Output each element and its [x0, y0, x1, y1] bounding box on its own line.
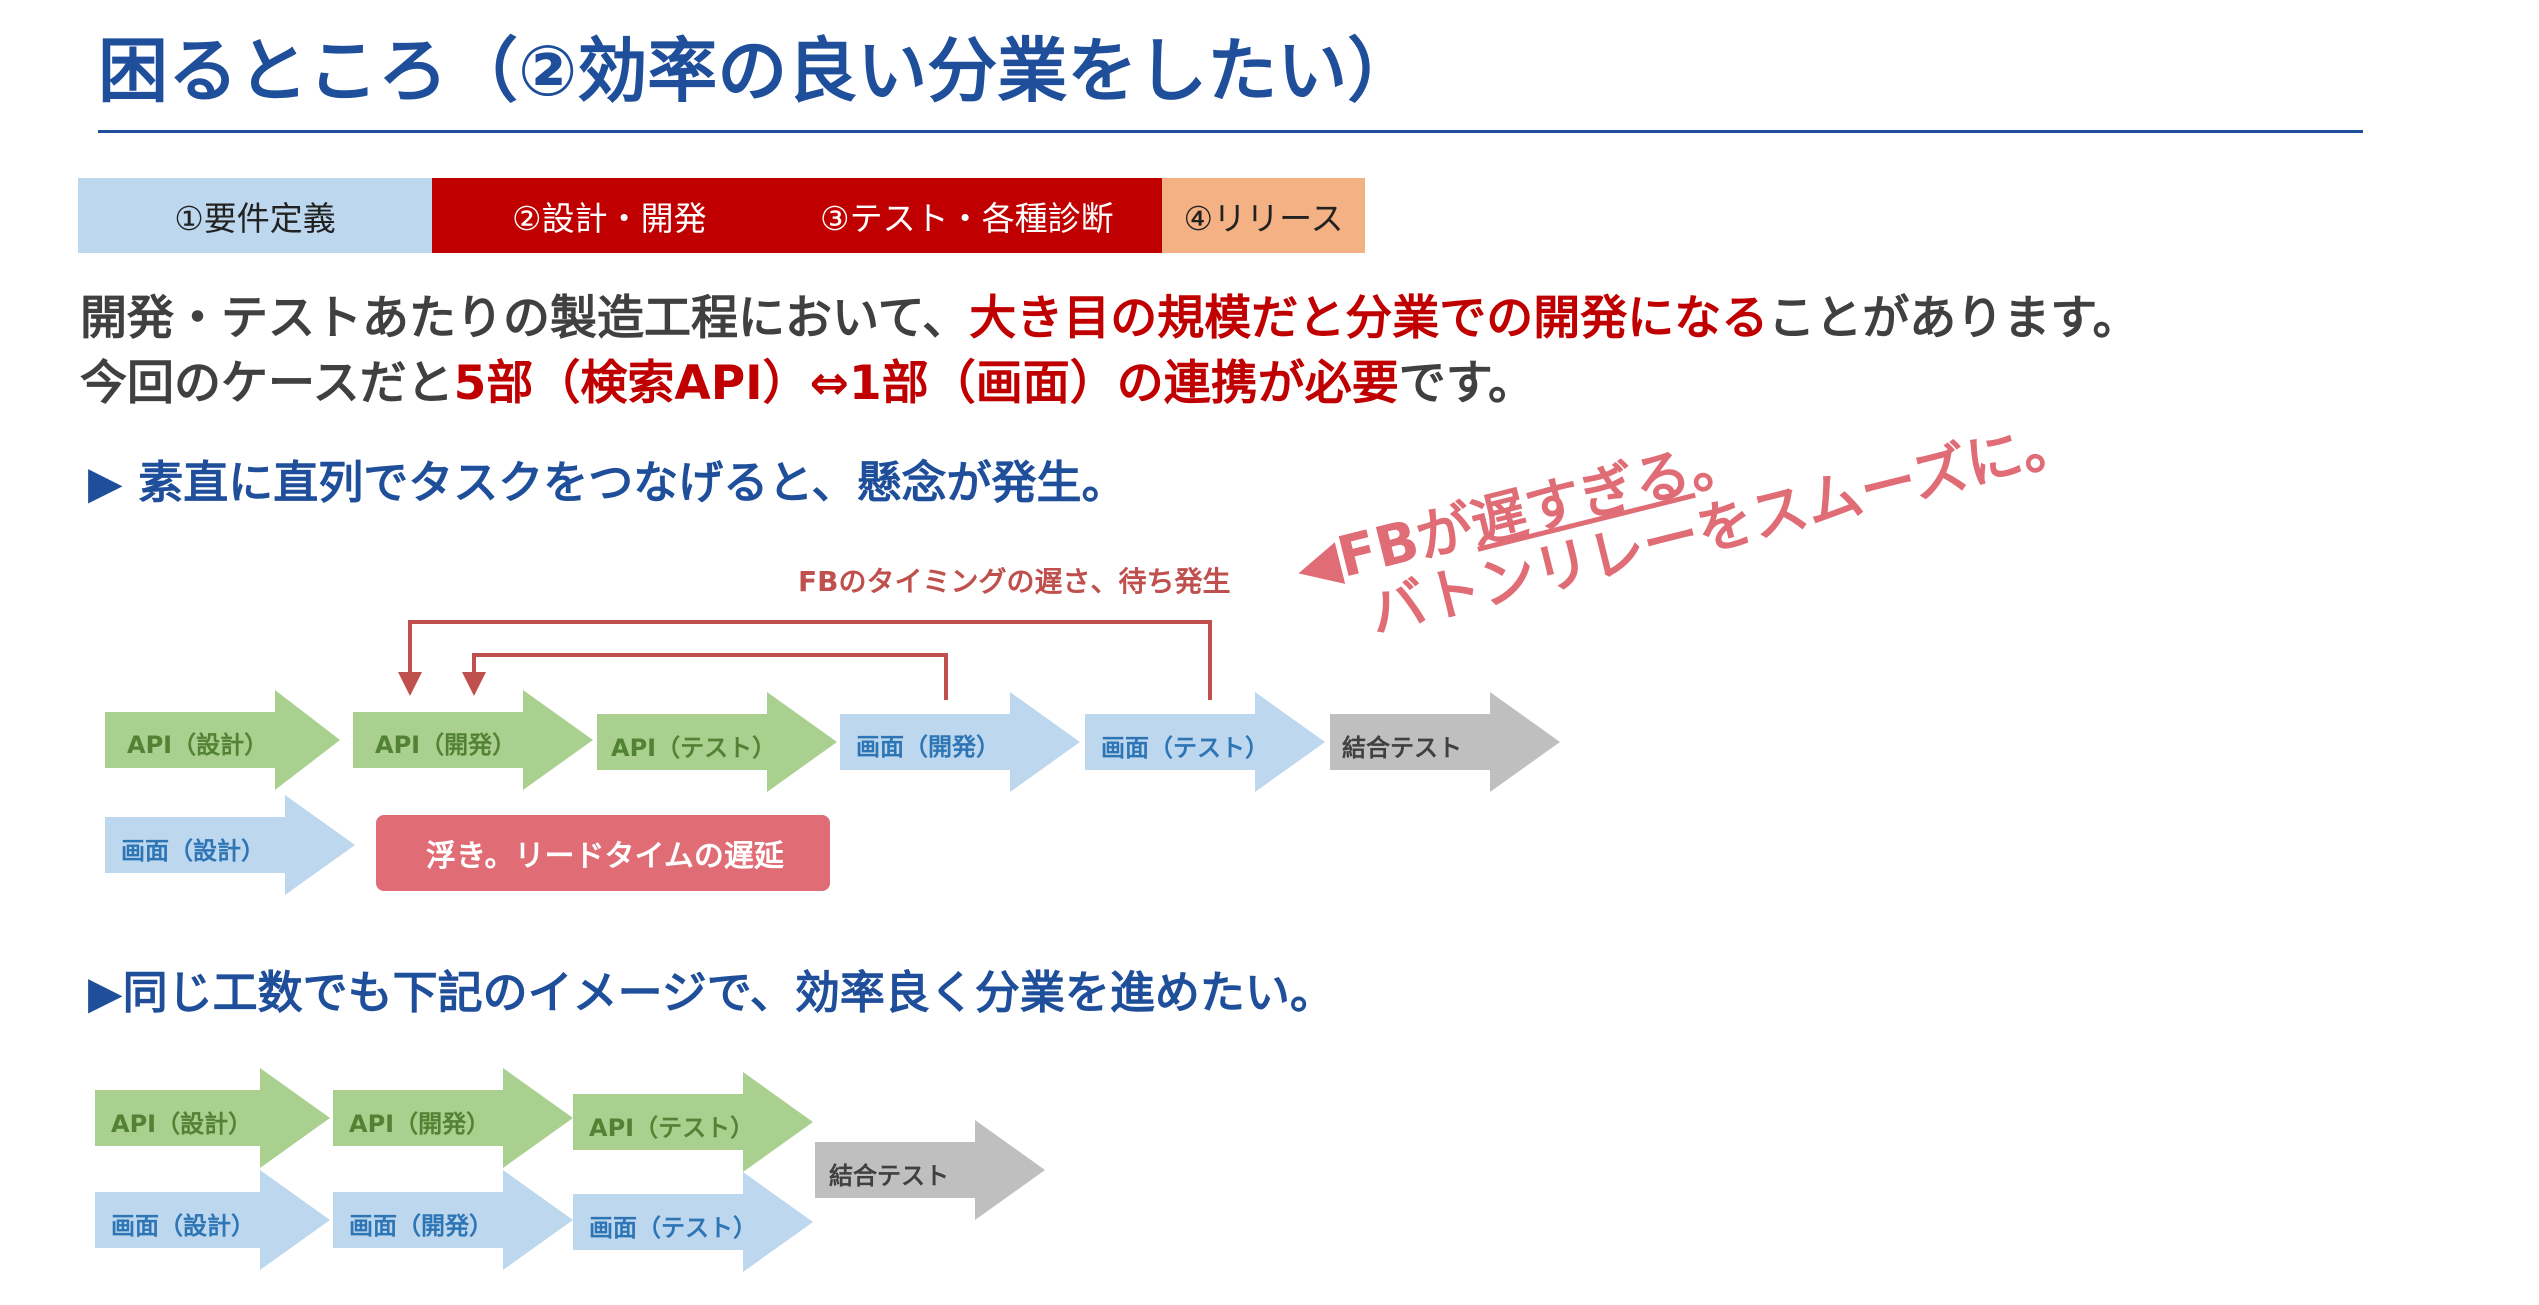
- arrow-label: 画面（設計）: [121, 837, 265, 865]
- phase-release: ④リリース: [1162, 178, 1365, 253]
- arrow-label: 画面（開発）: [349, 1212, 493, 1240]
- phase-label: ①要件定義: [174, 198, 336, 238]
- arrow-label: 結合テスト: [1342, 734, 1462, 762]
- intro-emphasis: 5部（検索API）⇔1部（画面）の連携が必要: [453, 356, 1399, 411]
- arrow-label: 画面（開発）: [856, 733, 1000, 761]
- intro-line-1: 開発・テストあたりの製造工程において、大き目の規模だと分業での開発になることがあ…: [80, 290, 2140, 349]
- phase-label: ②設計・開発: [512, 198, 707, 238]
- arrow-label: 結合テスト: [829, 1162, 949, 1190]
- title-underline: [98, 130, 2363, 133]
- phase-requirements: ①要件定義: [78, 178, 432, 253]
- intro-text: 今回のケースだと: [80, 356, 454, 411]
- intro-emphasis: 大き目の規模だと分業での開発になる: [969, 291, 1769, 346]
- section-heading-serial: ▶ 素直に直列でタスクをつなげると、懸念が発生。: [88, 456, 1127, 509]
- arrow-label: 画面（設計）: [111, 1212, 255, 1240]
- arrow-label: API（設計）: [127, 731, 269, 759]
- page-title: 困るところ（②効率の良い分業をしたい）: [98, 30, 1418, 112]
- phase-design-dev-test: ②設計・開発 ③テスト・各種診断: [432, 178, 1162, 253]
- arrow-label: 画面（テスト）: [589, 1214, 757, 1242]
- phase-label: ④リリース: [1183, 198, 1344, 238]
- float-delay-box: 浮き。リードタイムの遅延: [376, 815, 830, 891]
- feedback-delay-label: FBのタイミングの遅さ、待ち発生: [798, 565, 1231, 598]
- arrow-label: API（テスト）: [611, 734, 777, 762]
- intro-line-2: 今回のケースだと5部（検索API）⇔1部（画面）の連携が必要です。: [80, 355, 1535, 414]
- arrow-label: 画面（テスト）: [1101, 734, 1269, 762]
- arrow-label: API（設計）: [111, 1110, 253, 1138]
- phase-label: ③テスト・各種診断: [820, 198, 1114, 238]
- intro-text: 開発・テストあたりの製造工程において、: [80, 291, 970, 346]
- intro-text: ことがあります。: [1768, 291, 2140, 346]
- arrow-label: API（開発）: [375, 731, 517, 759]
- intro-text: です。: [1398, 356, 1536, 411]
- arrow-label: API（開発）: [349, 1110, 491, 1138]
- arrow-label: API（テスト）: [589, 1114, 755, 1142]
- section-heading-parallel: ▶同じ工数でも下記のイメージで、効率良く分業を進めたい。: [88, 966, 1335, 1019]
